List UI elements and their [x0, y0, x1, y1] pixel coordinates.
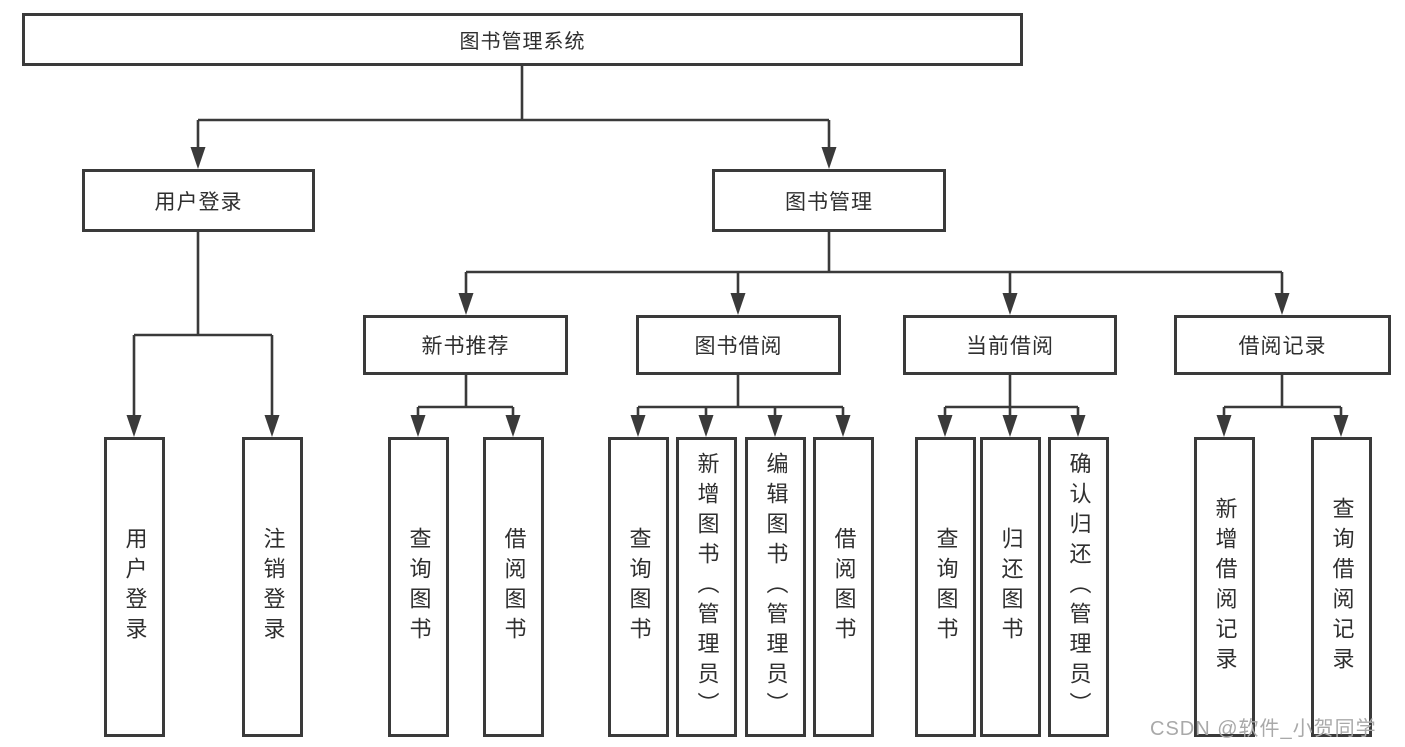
- node-query-borrow-record: 查询借阅记录: [1311, 437, 1372, 737]
- node-query-books-current-label: 查询图书: [933, 527, 959, 647]
- node-user-login: 用户登录: [104, 437, 165, 737]
- node-query-books-borrow-label: 查询图书: [626, 527, 652, 647]
- connector-new-book-group: [410, 375, 521, 437]
- node-current-borrow-label: 当前借阅: [966, 335, 1054, 358]
- connector-book-borrow-group: [630, 375, 851, 437]
- node-add-books-admin: 新增图书（管理员）: [676, 437, 737, 737]
- node-book-borrow: 图书借阅: [636, 315, 841, 375]
- csdn-watermark: CSDN @软件_小贺同学: [1150, 718, 1377, 740]
- node-borrow-books: 借阅图书: [813, 437, 874, 737]
- node-user-login-branch: 用户登录: [82, 169, 315, 232]
- node-logout: 注销登录: [242, 437, 303, 737]
- node-borrow-books-recommend-label: 借阅图书: [501, 527, 527, 647]
- node-query-books-current: 查询图书: [915, 437, 976, 737]
- node-logout-label: 注销登录: [260, 527, 286, 647]
- node-edit-books-admin: 编辑图书（管理员）: [745, 437, 806, 737]
- node-query-books-borrow: 查询图书: [608, 437, 669, 737]
- node-return-books-label: 归还图书: [998, 527, 1024, 647]
- node-book-management: 图书管理: [712, 169, 946, 232]
- node-user-login-label: 用户登录: [122, 527, 148, 647]
- node-borrow-records-label: 借阅记录: [1238, 335, 1327, 358]
- node-borrow-records: 借阅记录: [1174, 315, 1391, 375]
- node-borrow-books-label: 借阅图书: [831, 527, 857, 647]
- node-new-book-recommend: 新书推荐: [363, 315, 568, 375]
- connector-current-borrow-group: [937, 375, 1086, 437]
- node-book-borrow-label: 图书借阅: [694, 335, 783, 358]
- node-query-borrow-record-label: 查询借阅记录: [1329, 497, 1355, 677]
- node-add-borrow-record: 新增借阅记录: [1194, 437, 1255, 737]
- connector-borrow-record-group: [1216, 375, 1349, 437]
- node-borrow-books-recommend: 借阅图书: [483, 437, 544, 737]
- node-library-system-label: 图书管理系统: [459, 31, 586, 53]
- node-edit-books-admin-label: 编辑图书（管理员）: [763, 452, 789, 722]
- node-new-book-recommend-label: 新书推荐: [421, 335, 510, 358]
- node-add-borrow-record-label: 新增借阅记录: [1212, 497, 1238, 677]
- connector-user-login-group: [126, 232, 280, 437]
- connector-root-to-level2: [190, 66, 837, 169]
- node-query-books-recommend-label: 查询图书: [406, 527, 432, 647]
- node-query-books-recommend: 查询图书: [388, 437, 449, 737]
- connector-book-management-group: [458, 232, 1290, 315]
- node-library-system: 图书管理系统: [22, 13, 1023, 66]
- node-confirm-return-admin: 确认归还（管理员）: [1048, 437, 1109, 737]
- node-book-management-label: 图书管理: [785, 190, 873, 214]
- node-current-borrow: 当前借阅: [903, 315, 1117, 375]
- node-return-books: 归还图书: [980, 437, 1041, 737]
- node-add-books-admin-label: 新增图书（管理员）: [694, 452, 720, 722]
- node-confirm-return-admin-label: 确认归还（管理员）: [1066, 452, 1092, 722]
- node-user-login-branch-label: 用户登录: [154, 190, 243, 214]
